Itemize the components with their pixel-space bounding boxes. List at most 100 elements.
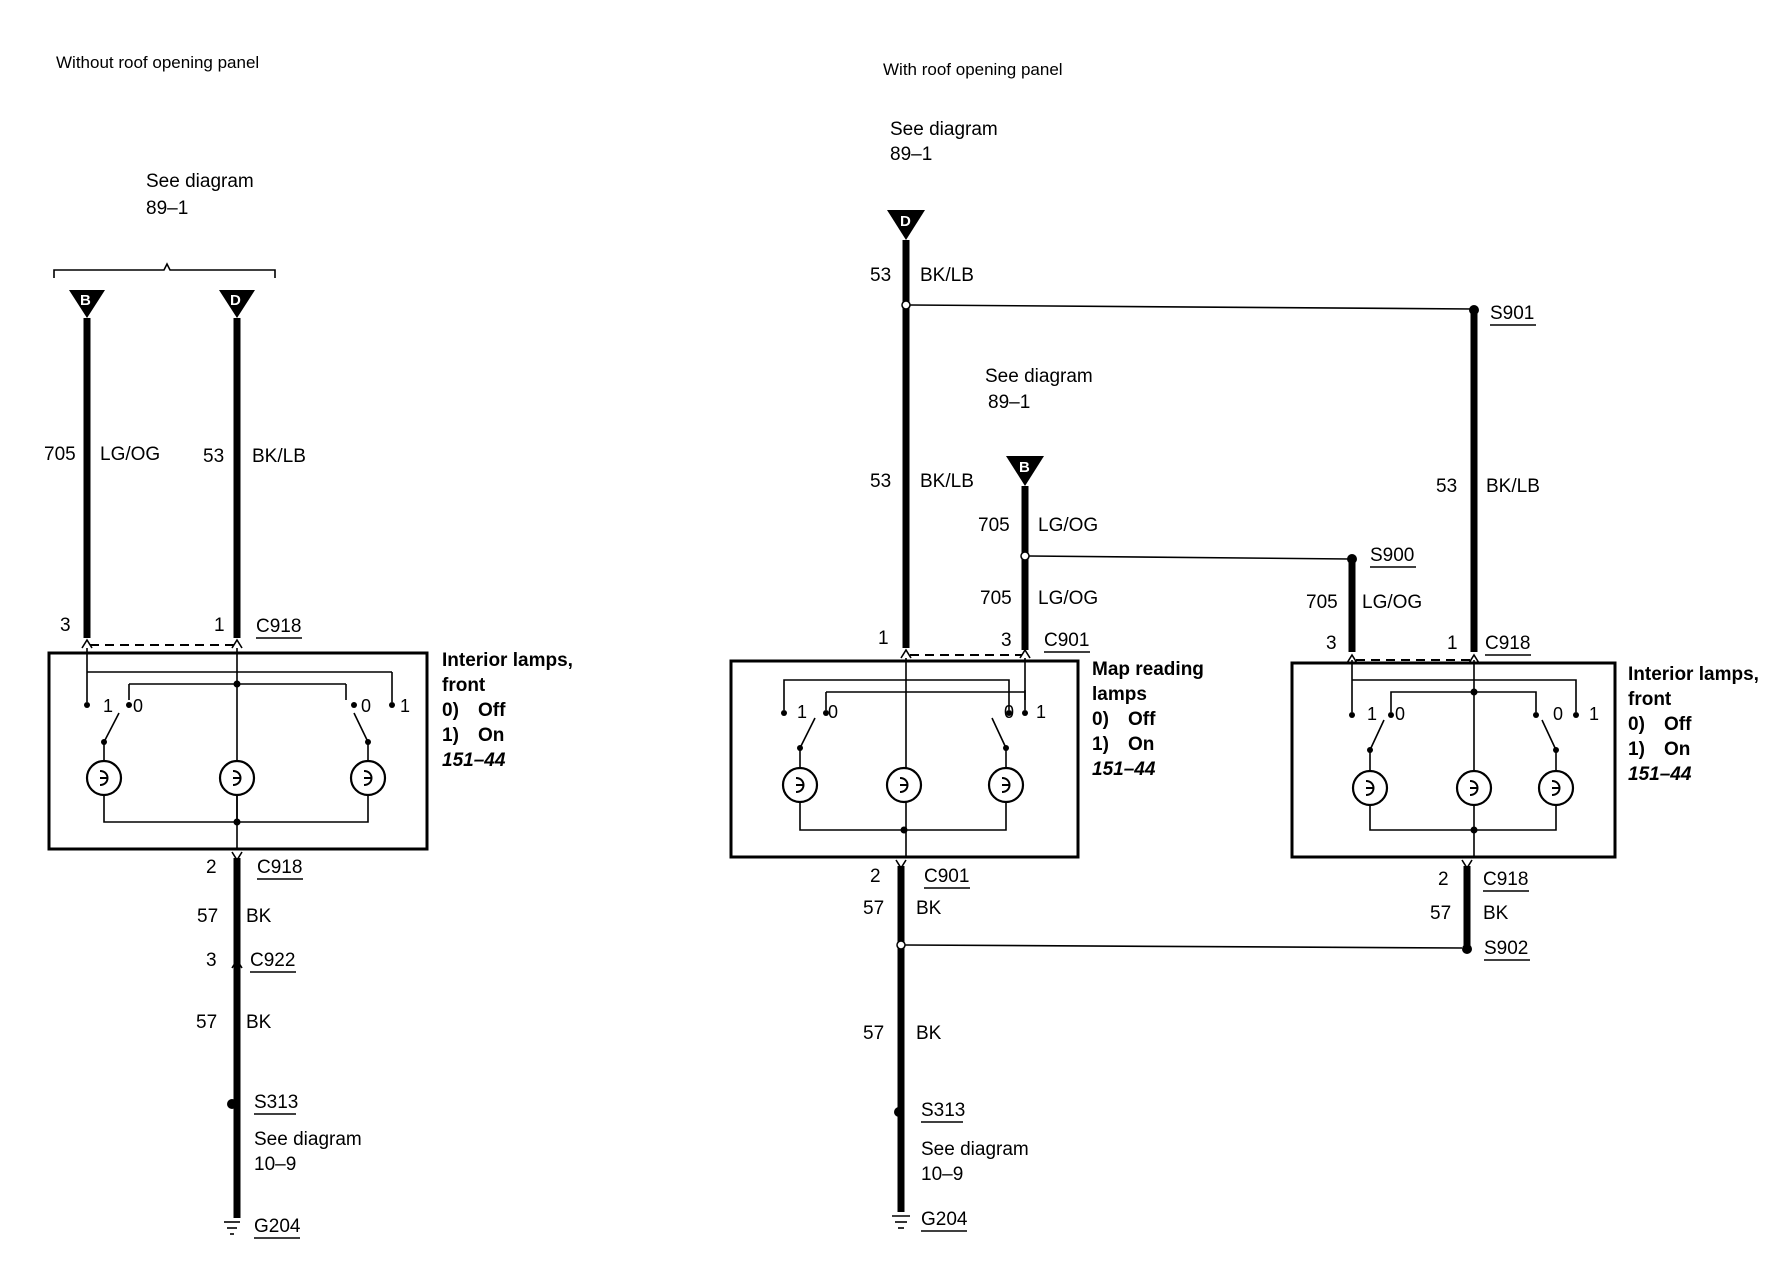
- connector-d-triangle: D: [887, 210, 925, 240]
- lamp-on: On: [478, 725, 504, 746]
- right-s313-label: S313: [921, 1100, 965, 1121]
- c918-r-bottom-label: C918: [1483, 869, 1528, 890]
- switch-right: [1541, 719, 1557, 751]
- lamp-bulb-icon: [781, 766, 819, 804]
- wire-53-circuit: 53: [203, 446, 224, 467]
- lamp-bulb-icon: [85, 759, 123, 797]
- right-see-bottom-line2: 10–9: [921, 1164, 963, 1185]
- right-connector-b-label: B: [1019, 459, 1030, 476]
- map-lamp-ref: 151–44: [1092, 759, 1156, 780]
- left-panel: Without roof opening panel See diagram 8…: [44, 53, 573, 1239]
- pin-3b: 3: [206, 950, 217, 971]
- map-lamp-title1: Map reading: [1092, 659, 1204, 680]
- wire-57b-color: BK: [246, 1012, 272, 1033]
- connector-d-triangle: D: [219, 290, 255, 318]
- wire-705-circuit: 705: [44, 444, 76, 465]
- int-lamp-on-num: 1): [1628, 739, 1645, 760]
- lamp-bulb-icon: [885, 766, 923, 804]
- junction-dot: [1470, 688, 1478, 696]
- c901-pin2: 2: [870, 866, 881, 887]
- interior-lamps-right-box: [1290, 661, 1617, 859]
- map-lamp-on-num: 1): [1092, 734, 1109, 755]
- wire-57b-circuit: 57: [196, 1012, 217, 1033]
- map-sw-r1: 1: [1036, 702, 1046, 722]
- s900-link: [1028, 555, 1351, 560]
- s313-dot: [894, 1107, 904, 1117]
- switch-contact: [781, 710, 787, 716]
- lamp-title-2: front: [442, 675, 486, 696]
- c901-bottom-label: C901: [924, 866, 969, 887]
- lamp-ref: 151–44: [442, 750, 506, 771]
- pin-3: 3: [60, 615, 71, 636]
- lamp-on-num: 1): [442, 725, 459, 746]
- s901-label: S901: [1490, 303, 1534, 324]
- int-lamp-off: Off: [1664, 714, 1692, 735]
- wire-53-mid-circuit: 53: [870, 471, 891, 492]
- right-see-top-line1: See diagram: [890, 119, 998, 140]
- s902-link: [904, 944, 1463, 949]
- switch-right: [991, 717, 1007, 749]
- junction-dot: [1470, 826, 1478, 834]
- wire-57-bottom-circuit: 57: [863, 1023, 884, 1044]
- junction-dot: [233, 680, 241, 688]
- lamp-off: Off: [478, 700, 506, 721]
- internal-bus: [1390, 691, 1537, 712]
- switch-contact: [1006, 710, 1012, 716]
- lamp-title-1: Interior lamps,: [442, 650, 573, 671]
- sw-right-0: 0: [361, 696, 371, 716]
- splice-dot: [1020, 551, 1030, 561]
- wire-705-mid-color: LG/OG: [1038, 588, 1098, 609]
- wire-705-color: LG/OG: [100, 444, 160, 465]
- wire-53-right-circuit: 53: [1436, 476, 1457, 497]
- lamp-bulb-icon: [1455, 769, 1493, 807]
- right-g204-label: G204: [921, 1209, 968, 1230]
- right-see-mid-line2: 89–1: [988, 392, 1030, 413]
- sw-right-1: 1: [400, 696, 410, 716]
- int-lamp-on: On: [1664, 739, 1690, 760]
- right-see-bottom-line1: See diagram: [921, 1139, 1029, 1160]
- int-lamp-title2: front: [1628, 689, 1672, 710]
- sw-left-0: 0: [133, 696, 143, 716]
- switch-contact: [1349, 712, 1355, 718]
- c922-label: C922: [250, 950, 295, 971]
- int-lamp-ref: 151–44: [1628, 764, 1692, 785]
- pin-markers: [1346, 653, 1480, 664]
- int-lamp-title1: Interior lamps,: [1628, 664, 1759, 685]
- wire-57-left-color: BK: [916, 898, 942, 919]
- splice-dot: [901, 300, 911, 310]
- wire-53-top-circuit: 53: [870, 265, 891, 286]
- switch-contact: [823, 710, 829, 716]
- connector-b-triangle: B: [1006, 456, 1044, 486]
- left-heading: Without roof opening panel: [56, 53, 259, 72]
- lamp-return: [799, 802, 1007, 831]
- map-lamp-off: Off: [1128, 709, 1156, 730]
- pin-marker: [895, 859, 907, 870]
- s901-link: [909, 304, 1474, 310]
- wire-57-right-color: BK: [1483, 903, 1509, 924]
- switch-left: [799, 717, 816, 749]
- sw-left-1: 1: [103, 696, 113, 716]
- interior-lamps-box: [47, 651, 429, 851]
- lamp-bulb-icon: [218, 759, 256, 797]
- internal-bus: [783, 679, 1010, 710]
- map-sw-l1: 1: [797, 702, 807, 722]
- lamp-bulb-icon: [1351, 769, 1389, 807]
- lamp-return: [103, 795, 369, 823]
- switch-contact: [351, 702, 357, 708]
- pin-1: 1: [214, 615, 225, 636]
- ground-icon: [224, 1221, 240, 1235]
- g204-label: G204: [254, 1216, 301, 1237]
- lamp-bulb-icon: [349, 759, 387, 797]
- wire-57-bottom-color: BK: [916, 1023, 942, 1044]
- int-sw-l0: 0: [1395, 704, 1405, 724]
- c918-r-pin3: 3: [1326, 633, 1337, 654]
- wire-53-color: BK/LB: [252, 446, 306, 467]
- lamp-bulb-icon: [1537, 769, 1575, 807]
- wire-57a-circuit: 57: [197, 906, 218, 927]
- junction-dot: [900, 826, 908, 834]
- pin-markers: [900, 648, 1031, 659]
- lamp-bulb-icon: [987, 766, 1025, 804]
- connector-d-label: D: [230, 292, 241, 309]
- c901-pin1: 1: [878, 628, 889, 649]
- right-see-top-line2: 89–1: [890, 144, 932, 165]
